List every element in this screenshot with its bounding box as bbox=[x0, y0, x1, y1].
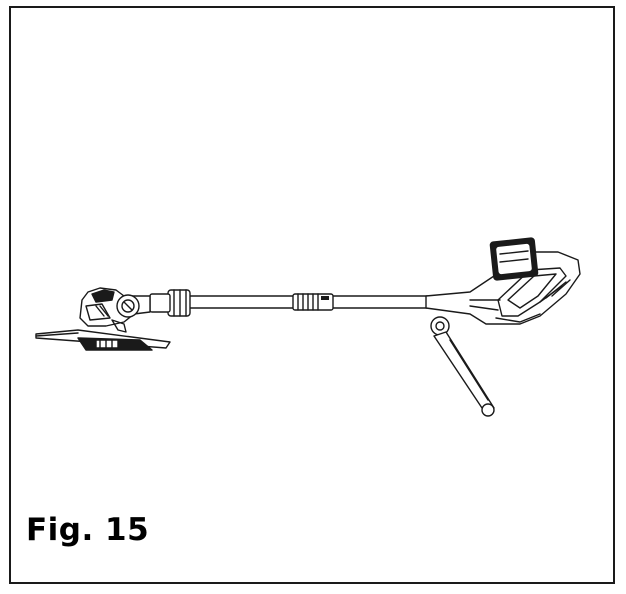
figure-frame bbox=[9, 6, 615, 584]
auxiliary-handle bbox=[430, 316, 495, 417]
cutting-guard bbox=[35, 329, 171, 351]
motor-housing bbox=[79, 287, 151, 333]
rear-handle bbox=[425, 237, 581, 325]
telescopic-collar bbox=[292, 293, 334, 311]
head-collar bbox=[149, 289, 191, 317]
figure-caption: Fig. 15 bbox=[26, 512, 150, 548]
